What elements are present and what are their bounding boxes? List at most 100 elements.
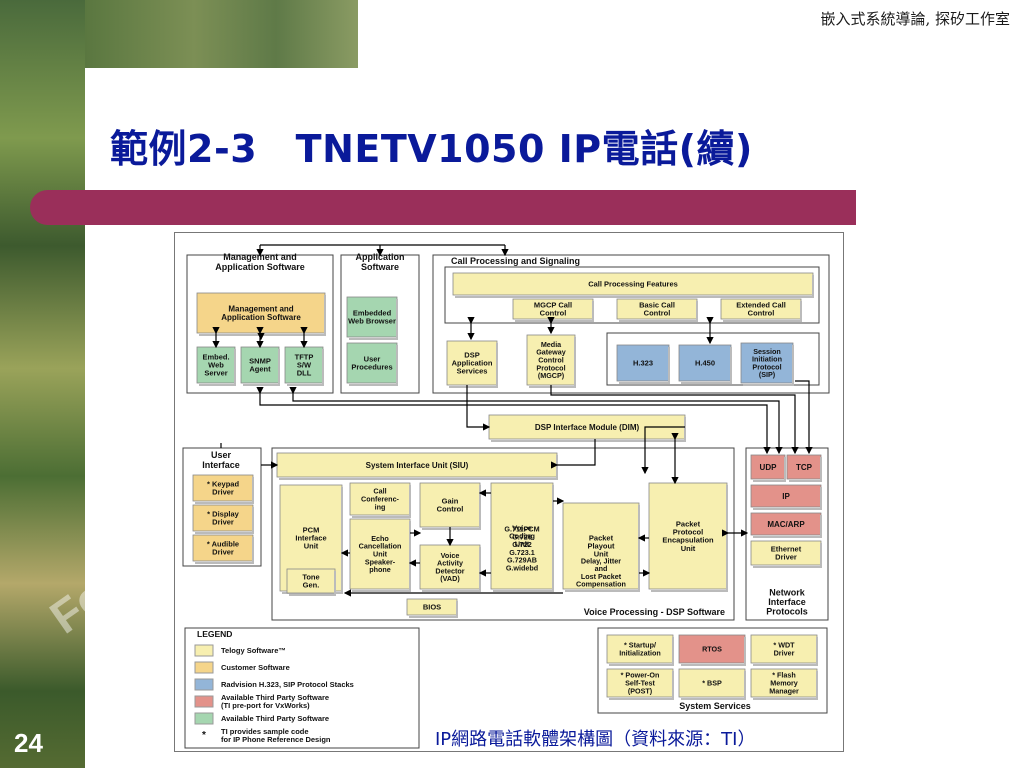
block-shadow (753, 487, 822, 510)
legend-star: * (202, 730, 206, 741)
legend-item-4: Available Third Party Software (221, 714, 329, 723)
svc-item-4-label: * BSP (702, 679, 722, 688)
echo-block (349, 518, 411, 590)
ppe-block (648, 482, 728, 590)
ethernet-block (750, 540, 822, 566)
block-shadow (565, 505, 640, 592)
block-shadow (349, 345, 398, 386)
siu-block-label: System Interface Unit (SIU) (366, 461, 469, 470)
legend-title: LEGEND (197, 629, 232, 639)
svc-item-3 (606, 668, 674, 698)
tcp-block-label: TCP (796, 463, 813, 472)
mgmt-item-2 (284, 346, 324, 384)
title-underline-bar (30, 190, 856, 225)
background-curve (85, 68, 385, 208)
block-shadow (609, 671, 674, 700)
block-shadow (289, 571, 336, 596)
block-shadow (287, 349, 324, 386)
tone-block (286, 568, 336, 594)
mac-arp-block-label: MAC/ARP (767, 520, 805, 529)
legend-swatch-4 (194, 712, 214, 725)
legend-swatch-3 (194, 695, 214, 708)
background-landscape-top (85, 0, 358, 68)
block-shadow (493, 485, 554, 592)
mgmt-item-0 (196, 346, 236, 384)
block-shadow (422, 547, 481, 592)
slide-title: 範例2-3 TNETV1050 IP電話(續) (110, 127, 753, 171)
legend-item-3: Available Third Party Software(TI pre-po… (221, 693, 329, 710)
block-shadow (753, 457, 786, 482)
mgmt-item-1 (240, 346, 280, 384)
vad-block (419, 544, 481, 590)
svc-item-5 (750, 668, 818, 698)
call-conf-block (349, 482, 411, 516)
block-shadow (789, 457, 822, 482)
block-shadow (352, 521, 411, 592)
svc-item-2 (750, 634, 818, 664)
ui-item-0 (192, 474, 254, 502)
block-shadow (753, 637, 818, 666)
block-shadow (195, 507, 254, 534)
page-number: 24 (14, 728, 43, 758)
udp-block (750, 454, 786, 480)
block-shadow (455, 275, 814, 298)
connector-arrow (289, 387, 783, 455)
block-shadow (681, 671, 746, 700)
block-shadow (515, 301, 594, 322)
legend-swatch-0 (194, 644, 214, 657)
connector-arrow (466, 385, 491, 431)
block-shadow (753, 543, 822, 568)
svc-item-1-label: RTOS (702, 645, 722, 654)
call-features-block-label: Call Processing Features (588, 280, 678, 289)
block-shadow (422, 485, 481, 530)
block-shadow (681, 347, 732, 384)
block-shadow (723, 301, 802, 322)
call-group-title: Call Processing and Signaling (451, 256, 580, 266)
udp-block-label: UDP (760, 463, 778, 472)
figure-caption: IP網路電話軟體架構圖（資料來源：TI） (435, 729, 756, 750)
block-shadow (243, 349, 280, 386)
block-shadow (651, 485, 728, 592)
svc-item-4 (678, 668, 746, 698)
legend-item-2: Radvision H.323, SIP Protocol Stacks (221, 680, 354, 689)
block-shadow (195, 537, 254, 564)
connector-arrow (550, 385, 799, 455)
block-shadow (681, 637, 746, 666)
block-shadow (609, 637, 674, 666)
bios-block-label: BIOS (423, 603, 441, 612)
legend-item-1: Customer Software (221, 663, 290, 672)
dsp-group-footer: Voice Processing - DSP Software (584, 607, 725, 617)
h450-block-label: H.450 (695, 359, 715, 368)
background-landscape-strip (0, 0, 85, 768)
block-shadow (753, 671, 818, 700)
slide-credit: 嵌入式系統導論, 探矽工作室 (820, 10, 1010, 28)
ip-block-label: IP (782, 492, 790, 501)
svc-item-0-label: * Startup/Initialization (619, 641, 661, 658)
block-shadow (199, 349, 236, 386)
